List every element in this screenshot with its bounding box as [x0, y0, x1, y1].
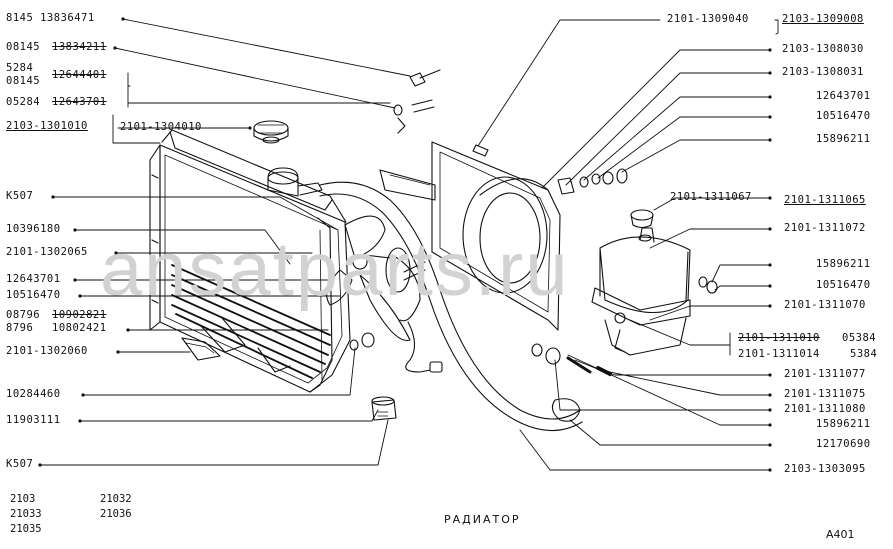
label-l16: 11903111 — [6, 414, 61, 426]
label-r4: 12643701 — [816, 90, 871, 102]
tank-cap — [630, 209, 654, 242]
label-r18: 12170690 — [816, 438, 871, 450]
label-l12a: 08796 — [6, 309, 41, 321]
expansion-tank — [591, 227, 691, 356]
label-r13b: 5384 — [850, 348, 878, 360]
label-r7: 2101-1311067 — [670, 191, 752, 203]
page-code: A401 — [826, 528, 855, 541]
label-r19: 2103-1303095 — [784, 463, 866, 475]
label-l17: K507 — [6, 458, 34, 470]
label-r10: 10516470 — [816, 279, 871, 291]
label-l7: K507 — [6, 190, 34, 202]
label-l10: 12643701 — [6, 273, 61, 285]
bolts-top — [393, 69, 441, 281]
watermark-text: ansatparts.ru — [100, 227, 570, 312]
fan-shroud — [379, 141, 561, 331]
label-l1: 8145 13836471 — [6, 12, 95, 24]
model-21033: 21033 — [10, 508, 42, 520]
tank-screw — [698, 276, 718, 294]
label-l14: 2101-1302060 — [6, 345, 88, 357]
label-r1b: 2103-1309008 — [782, 13, 864, 25]
label-l11: 10516470 — [6, 289, 61, 301]
label-l3b: 08145 — [6, 75, 41, 87]
label-l4b: 12643701 — [52, 96, 107, 108]
label-r17: 15896211 — [816, 418, 871, 430]
fan-switch-wire — [405, 321, 443, 373]
label-l4a: 05284 — [6, 96, 41, 108]
label-l12b: 10902821 — [52, 309, 107, 321]
model-21032: 21032 — [100, 493, 132, 505]
label-l15: 10284460 — [6, 388, 61, 400]
label-r3: 2103-1308031 — [782, 66, 864, 78]
label-r11: 2101-1311070 — [784, 299, 866, 311]
label-r7b: 2101-1311065 — [784, 194, 866, 206]
filler-neck — [267, 167, 323, 197]
label-r14: 2101-1311077 — [784, 368, 866, 380]
label-r13a: 2101-1311014 — [738, 348, 820, 360]
label-l3a: 5284 — [6, 62, 34, 74]
label-r8: 2101-1311072 — [784, 222, 866, 234]
radiator-cap — [253, 120, 289, 144]
model-2103: 2103 — [10, 493, 36, 505]
label-r5: 10516470 — [816, 110, 871, 122]
diagram-title: РАДИАТОР — [444, 513, 521, 526]
label-r15: 2101-1311075 — [784, 388, 866, 400]
label-l9: 2101-1302065 — [6, 246, 88, 258]
model-21036: 21036 — [100, 508, 132, 520]
label-r6: 15896211 — [816, 133, 871, 145]
label-l6: 2101-1304010 — [120, 121, 202, 133]
label-r2: 2103-1308030 — [782, 43, 864, 55]
label-l13b: 10802421 — [52, 322, 107, 334]
fan — [326, 215, 421, 342]
drain-plug — [349, 332, 375, 351]
label-r1: 2101-1309040 — [667, 13, 749, 25]
label-l2a: 08145 — [6, 41, 41, 53]
label-l13a: 8796 — [6, 322, 34, 334]
fan-switch — [371, 396, 397, 421]
label-r12b: 05384 — [842, 332, 877, 344]
label-r16: 2101-1311080 — [784, 403, 866, 415]
label-r9: 15896211 — [816, 258, 871, 270]
label-r12a: 2101-1311010 — [738, 332, 820, 344]
leader-lines — [39, 18, 779, 471]
leader-dots — [38, 17, 772, 472]
label-l2b: 13834211 — [52, 41, 107, 53]
label-l3c: 12644401 — [52, 69, 107, 81]
washer-set — [557, 168, 628, 195]
rubber-insert — [472, 144, 489, 157]
label-l8: 10396180 — [6, 223, 61, 235]
model-21035: 21035 — [10, 523, 42, 535]
label-l5: 2103-1301010 — [6, 120, 88, 132]
bracket-pad — [181, 337, 221, 361]
upper-hose — [319, 181, 583, 432]
